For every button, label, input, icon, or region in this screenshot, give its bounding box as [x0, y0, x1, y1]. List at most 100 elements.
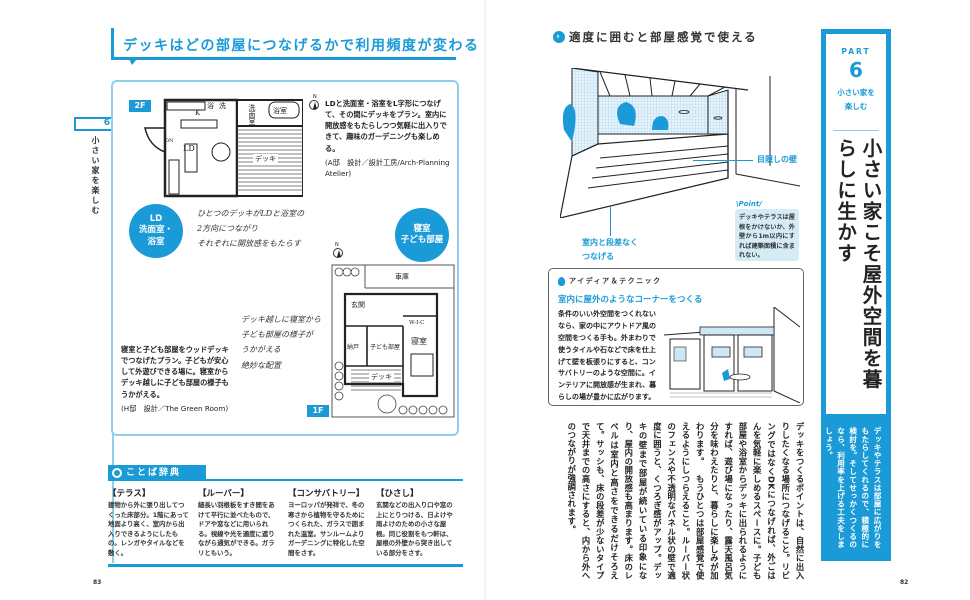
conservatory-drawing [663, 306, 801, 404]
heading-bracket [111, 28, 117, 60]
heading-rule [111, 57, 456, 60]
part-label: PART [841, 47, 871, 56]
part-name-line: 楽しむ [844, 102, 868, 112]
handnote-line: それぞれに開放感をもたらす [197, 239, 301, 249]
room-k: K [195, 109, 201, 117]
callout-line-text: 室内と段差なく [582, 238, 638, 247]
glossary-entry: 【ひさし】 玄関などの出入り口や窓の上にとりつける、日よけや雨よけのための小さな… [376, 487, 458, 559]
glossary-entry: 【テラス】 建物から外に張り出してつくった床部分。1階にあって地面より高く、室内… [108, 487, 190, 559]
badge-bedroom-kids: 寝室 子ども部屋 [395, 208, 449, 262]
section-heading-right: › 適度に囲むと部屋感覚で使える [553, 29, 758, 45]
room-ld: LD [183, 144, 195, 153]
side-tab-label: 小さい家を楽しむ [91, 136, 100, 216]
compass-n-label: N [313, 94, 317, 100]
part-name: 小さい家を 楽しむ [826, 86, 886, 115]
glossary-definition: 細長い羽根板をすき間をあけて平行に並べたもので、ドアや窓などに用いられる。視線や… [198, 501, 275, 558]
part-name-line: 小さい家を [837, 88, 875, 97]
badge-line: 浴室 [147, 236, 165, 247]
heading-right-text: 適度に囲むと部屋感覚で使える [569, 30, 758, 44]
body-text-vertical: デッキをつくるポイントは、自然に出入りしたくなる場所につなげること。リビングでは… [566, 422, 805, 580]
chapter-title-box: PART 6 小さい家を 楽しむ 小さい家こそ屋外空間を暮らしに生かす [826, 34, 886, 414]
page-number-left: 83 [93, 579, 102, 586]
handnote-line: うかがえる [241, 345, 281, 355]
idea-header-text: アイディア＆テクニック [569, 277, 662, 285]
room-bedroom: 寝室 [411, 337, 427, 346]
callout-no-step: 室内と段差なく つなげる [582, 236, 638, 263]
chapter-band: PART 6 小さい家を 楽しむ 小さい家こそ屋外空間を暮らしに生かす デッキや… [821, 29, 891, 561]
room-washroom: 洗面室 [248, 104, 256, 125]
glossary-definition: ヨーロッパが発祥で、冬の寒さから植物を守るためにつくられた、ガラスで囲まれた温室… [288, 501, 365, 558]
heading-text: デッキはどの部屋につなげるかで利用頻度が変わる [123, 38, 480, 54]
idea-text: 条件のいい外空間をつくれないなら、家の中にアウトドア風の空間をつくる手も。外まわ… [558, 310, 657, 402]
room-garage: 車庫 [395, 273, 409, 281]
handnote-line: デッキ越しに寝室から [241, 315, 321, 324]
caption-2f-text: LDと洗面室・浴室をL字形につなげて、その間にデッキをプラン。室内に開放感をもた… [325, 99, 447, 153]
badge-line: 子ども部屋 [400, 235, 444, 245]
glossary-term: 【コンサバトリー】 [288, 489, 365, 499]
chevron-right-icon: › [553, 31, 565, 43]
room-kids: 子ども部屋 [370, 344, 401, 351]
caption-1f-credit: (H邸 設計／The Green Room) [121, 403, 229, 413]
handnote-line: 絶妙な配置 [241, 360, 281, 370]
floor-tag-1f: 1F [307, 405, 329, 417]
section-heading-left: デッキはどの部屋につなげるかで利用頻度が変わる [111, 28, 478, 65]
floor-plan-1f: 車庫 玄関 納戸 子ども部屋 W-I-C 寝室 デッキ [331, 264, 455, 418]
side-chapter-tab: 6 [74, 117, 114, 131]
callout-screen-wall: 目隠しの壁 [757, 155, 797, 164]
page-number-right: 82 [900, 579, 909, 586]
handnote-line: 子ども部屋の様子が [241, 330, 313, 340]
glossary-header: ことば辞典 [108, 465, 206, 481]
callout-line-step [610, 206, 611, 236]
plan-1f-drawing [331, 264, 455, 418]
heading-tick [129, 59, 137, 65]
gutter [484, 0, 486, 600]
floor-plan-2f: K LD DN 浴 洗 洗面室 浴室 デッキ [125, 96, 304, 204]
room-storage: 納戸 [347, 344, 360, 351]
badge-line: LD [149, 213, 163, 224]
idea-technique-box: アイディア＆テクニック 室内に屋外のようなコーナーをつくる 条件のいい外空間をつ… [548, 268, 804, 406]
compass-icon [309, 100, 319, 110]
caption-2f: LDと洗面室・浴室をL字形につなげて、その間にデッキをプラン。室内に開放感をもた… [325, 98, 451, 179]
handnote-line: ひとつのデッキがLDと浴室の [197, 209, 305, 218]
handnote-2f: ひとつのデッキがLDと浴室の 2方向につながり それぞれに開放感をもたらす [197, 206, 304, 252]
room-bath-small: 浴 [207, 102, 214, 110]
conservatory-illustration [663, 306, 801, 404]
floor-plan-box: 2F [111, 80, 459, 436]
caption-1f-text: 寝室と子ども部屋をウッドデッキでつなげたプラン。子どもが安心して外遊びできる場に… [121, 345, 229, 399]
point-label: \Point/ [736, 200, 762, 208]
glossary-section: ことば辞典 【テラス】 建物から外に張り出してつくった床部分。1階にあって地面よ… [108, 465, 463, 567]
deck-illustration [559, 67, 801, 219]
callout-line-text: つなげる [582, 251, 614, 261]
room-deck: デッキ [253, 154, 278, 164]
floor-tag-2f: 2F [129, 100, 151, 112]
badge-line: 洗面室・ [138, 225, 173, 236]
badge-line: 寝室 [413, 223, 431, 234]
glossary-term: 【ひさし】 [376, 489, 419, 499]
glossary-top-rule [108, 479, 463, 481]
chapter-title: 小さい家こそ屋外空間を暮らしに生かす [833, 138, 882, 390]
glossary-circle-icon [112, 468, 122, 478]
glossary-bottom-rule [108, 564, 463, 567]
handnote-1f: デッキ越しに寝室から 子ども部屋の様子が うかがえる 絶妙な配置 [241, 312, 321, 373]
badge-ld-bath: LD 洗面室・ 浴室 [129, 204, 183, 258]
caption-2f-credit: (A邸 設計／設計工房/Arch-Planning Atelier) [325, 157, 450, 178]
idea-header: アイディア＆テクニック [558, 276, 662, 286]
glossary-definition: 建物から外に張り出してつくった床部分。1階にあって地面より高く、室内から出入りで… [108, 501, 189, 558]
deck-perspective-drawing [559, 67, 801, 219]
handnote-line: 2方向につながり [197, 224, 259, 234]
glossary-entry: 【コンサバトリー】 ヨーロッパが発祥で、冬の寒さから植物を守るためにつくられた、… [288, 487, 370, 559]
room-bathroom: 浴室 [273, 107, 287, 115]
glossary-definition: 玄関などの出入り口や窓の上にとりつける、日よけや雨よけのための小さな屋根。同じ役… [376, 501, 453, 558]
chapter-lead: デッキやテラスは部屋に広がりをもたらしてくれるので、積極的に検討を。そしてせっか… [824, 427, 882, 549]
chapter-divider [833, 130, 879, 131]
lightbulb-icon [558, 276, 565, 286]
compass-icon [333, 248, 343, 258]
callout-line-wall [693, 160, 753, 161]
glossary-title: ことば辞典 [126, 468, 182, 478]
glossary-entry: 【ルーバー】 細長い羽根板をすき間をあけて平行に並べたもので、ドアや窓などに用い… [198, 487, 280, 559]
glossary-term: 【ルーバー】 [198, 489, 249, 499]
room-wic: W-I-C [409, 320, 425, 326]
glossary-term: 【テラス】 [108, 489, 151, 499]
part-number: 6 [849, 58, 863, 82]
